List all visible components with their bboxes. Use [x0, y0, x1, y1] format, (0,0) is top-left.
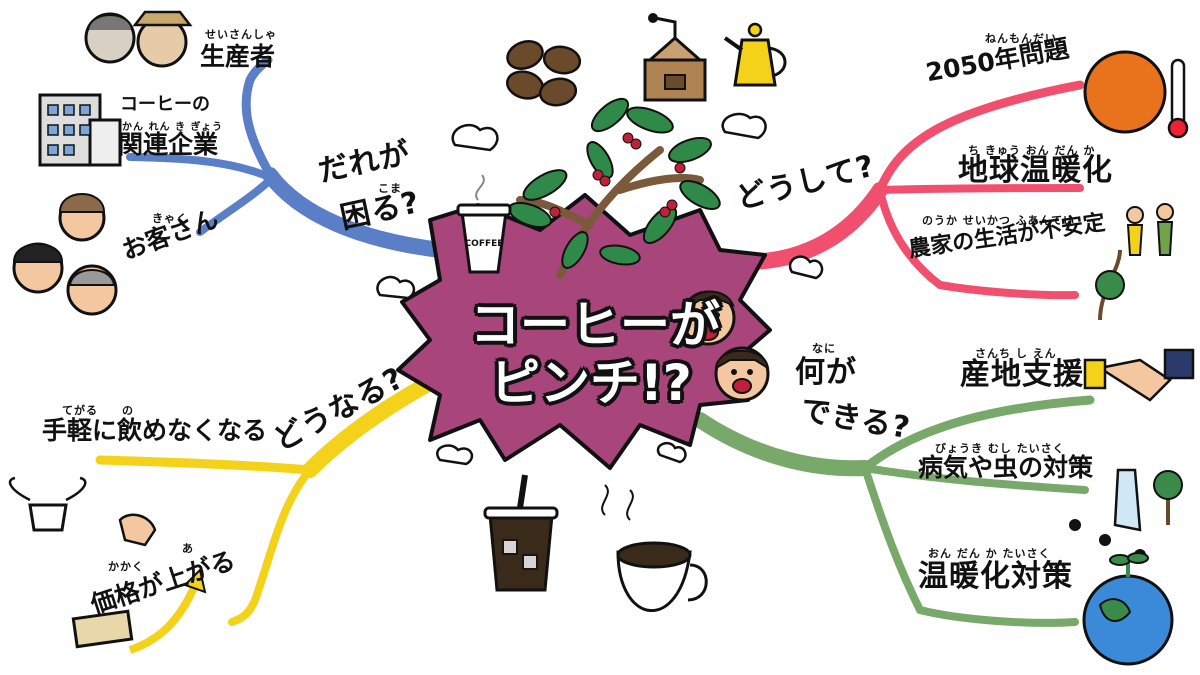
- center-title-line1: コーヒーが: [470, 296, 720, 354]
- coffee-beans-icon: [506, 40, 582, 107]
- money-icon: [71, 568, 207, 654]
- flying-cup-icon: [8, 476, 87, 532]
- why-farmer-ruby: のうか せいかつ ふあんてい: [922, 214, 1076, 227]
- can-support-label: 産地支援: [960, 357, 1084, 392]
- question-what-can-ruby: なに: [812, 342, 836, 355]
- who-company-ruby: かん れん き ぎょう: [122, 122, 223, 133]
- handshake-icon: [1083, 348, 1195, 402]
- can-pest-label: 病気や虫の対策: [918, 453, 1094, 482]
- who-producer-ruby: せいさんしゃ: [205, 28, 277, 41]
- can-pest-ruby: びょうき むし たいさく: [935, 442, 1065, 455]
- why-warming-label: 地球温暖化: [958, 153, 1113, 188]
- question-who-ruby: こま: [378, 182, 402, 195]
- coffee-mug-icon: [601, 484, 708, 612]
- coffee-plant-icon: [508, 97, 721, 279]
- why-2050-ruby: ねんもんだい: [985, 32, 1057, 45]
- who-company-line1: コーヒーの: [120, 94, 210, 115]
- coffee-pot-icon: [723, 22, 787, 87]
- shield-plant-icon: [1069, 468, 1183, 561]
- building-icon: [38, 93, 122, 167]
- can-support-ruby: さんち し えん: [975, 347, 1057, 360]
- branch-who: [126, 55, 448, 258]
- customers-icon: [12, 193, 118, 316]
- happen-easy-ruby2: の: [122, 404, 134, 417]
- branch-why: [737, 80, 1085, 300]
- happen-easy-ruby1: てがる: [62, 404, 98, 417]
- healthy-earth-icon: [1082, 552, 1174, 666]
- center-title-line2: ピンチ!?: [490, 354, 692, 412]
- happen-price-ruby1: かかく: [108, 560, 144, 573]
- hand-icon: [118, 513, 157, 547]
- can-warming-label: 温暖化対策: [918, 559, 1073, 594]
- branch-what-happens: [95, 372, 443, 626]
- can-warming-ruby: おん だん か たいさく: [928, 547, 1051, 560]
- why-warming-ruby: ち きゅう おん だん か: [968, 144, 1096, 157]
- who-company-label: 関連企業: [118, 130, 219, 159]
- farmers-walking-icon: [1095, 203, 1174, 321]
- coffee-grinder-icon: [643, 13, 707, 102]
- shocked-face-icon: [680, 290, 770, 402]
- who-producer-label: 生産者: [200, 42, 276, 71]
- happen-easy-label: 手軽に飲めなくなる: [42, 416, 268, 445]
- overheated-earth-icon: [1083, 50, 1189, 139]
- happen-price-ruby2: あ: [182, 542, 194, 555]
- iced-coffee-icon: [483, 474, 559, 592]
- farmer-people-icon: [84, 10, 193, 68]
- coffee-cup-icon: COFFEE: [456, 174, 512, 274]
- cup-label: COFFEE: [465, 239, 504, 249]
- steam-puff-icon: [376, 112, 824, 466]
- who-customer-ruby: きゃく: [152, 212, 188, 225]
- branch-what-can: [692, 395, 1095, 627]
- question-what-can: 何が: [795, 355, 857, 390]
